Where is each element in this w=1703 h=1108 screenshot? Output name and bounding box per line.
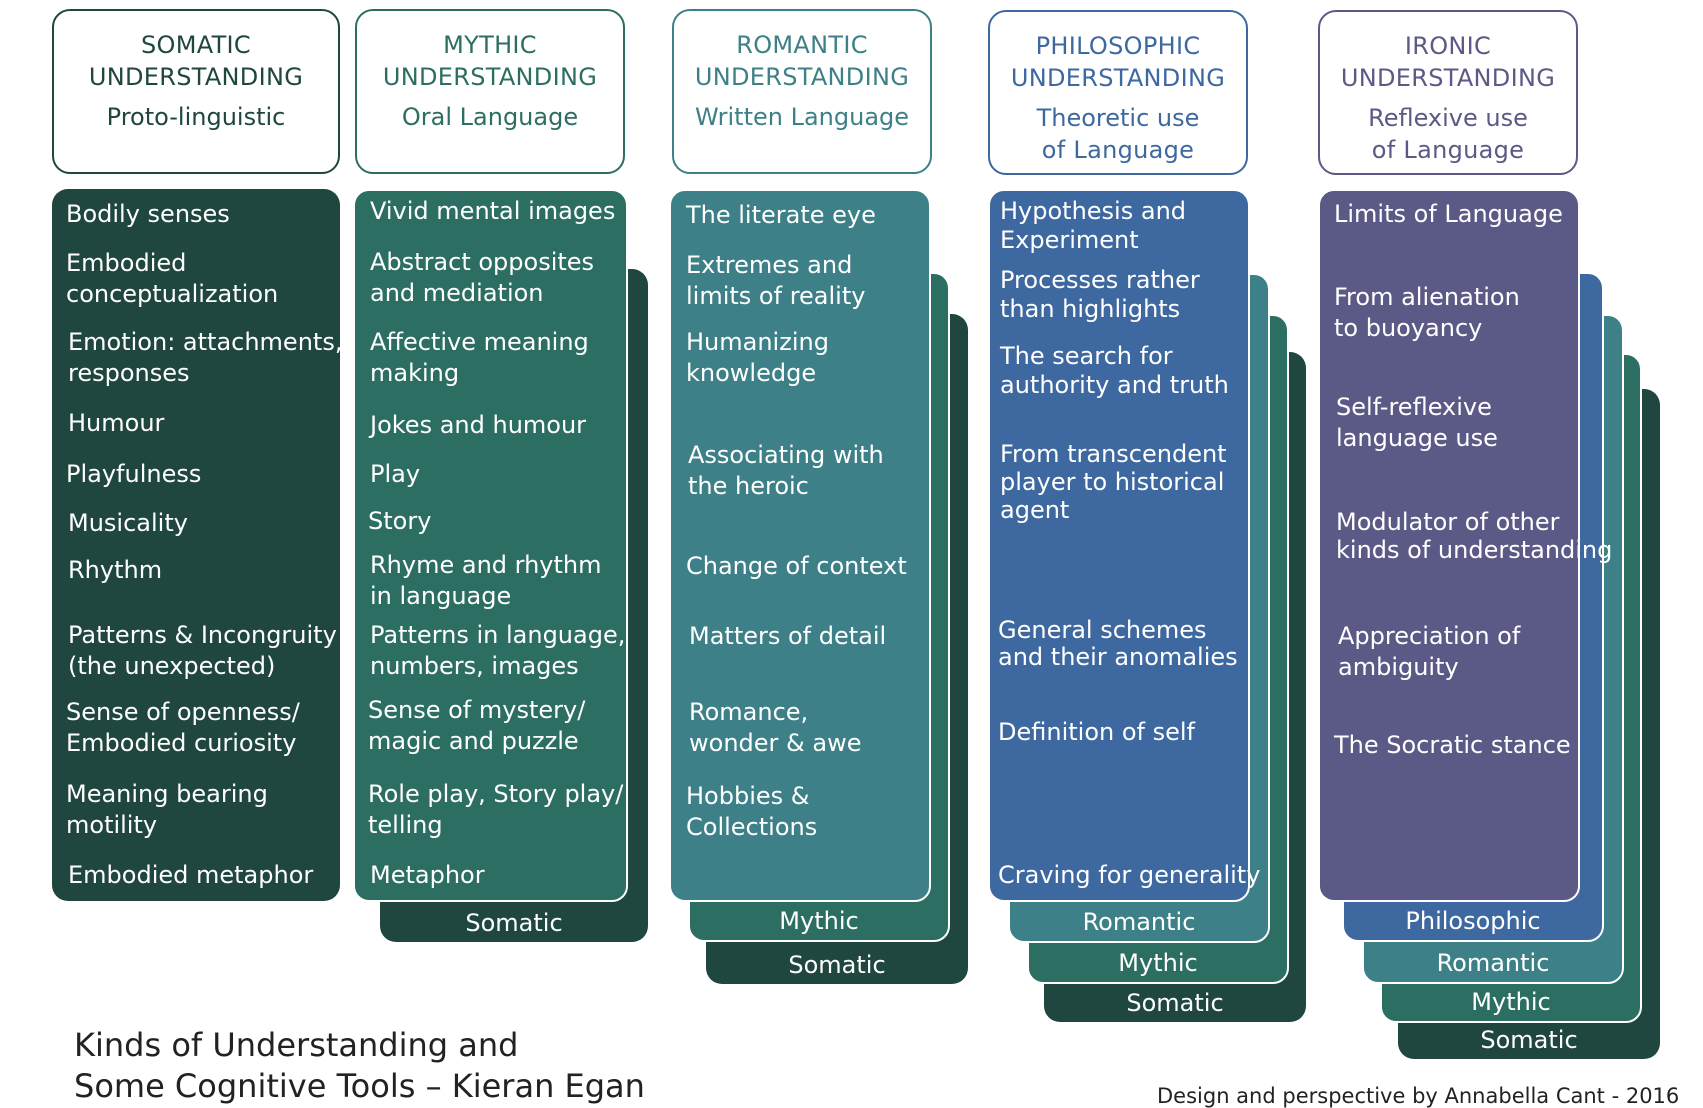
philosophic-item: From transcendent player to historical a… (1000, 440, 1227, 524)
philosophic-item: Processes rather than highlights (1000, 266, 1200, 323)
header-title-line1: ROMANTIC (736, 31, 868, 59)
header-title-line1: SOMATIC (141, 31, 251, 59)
mythic-card (353, 189, 628, 902)
layer-label: Somatic (788, 951, 886, 979)
somatic-item: Meaning bearing motility (66, 780, 268, 839)
header-subtitle: Written Language (694, 103, 910, 131)
romantic-item: The literate eye (686, 201, 876, 229)
header-title-line2: UNDERSTANDING (1340, 64, 1556, 92)
mythic-item: Vivid mental images (370, 197, 616, 225)
philosophic-item: Definition of self (998, 718, 1195, 746)
ironic-card (1318, 189, 1580, 902)
header-romantic: ROMANTIC UNDERSTANDING Written Language (672, 9, 932, 174)
header-mythic: MYTHIC UNDERSTANDING Oral Language (355, 9, 625, 174)
romantic-item: Extremes and limits of reality (686, 251, 866, 310)
mythic-item: Story (368, 507, 432, 535)
header-philosophic: PHILOSOPHIC UNDERSTANDING Theoretic use … (988, 10, 1248, 175)
header-subtitle-line2: of Language (1371, 136, 1525, 164)
layer-label: Philosophic (1405, 907, 1541, 935)
romantic-card (669, 189, 931, 902)
layer-label: Mythic (1471, 988, 1551, 1016)
header-somatic: SOMATIC UNDERSTANDING Proto-linguistic (52, 9, 340, 174)
mythic-item: Rhyme and rhythm in language (370, 551, 602, 610)
layer-label: Romantic (1082, 908, 1196, 936)
header-title-line2: UNDERSTANDING (694, 63, 910, 91)
philosophic-card (988, 189, 1250, 902)
mythic-item: Jokes and humour (370, 411, 587, 439)
header-subtitle: Oral Language (401, 103, 579, 131)
philosophic-item: Hypothesis and Experiment (1000, 197, 1187, 254)
mythic-item: Play (370, 460, 421, 488)
romantic-item: Matters of detail (689, 622, 887, 650)
philosophic-item: The search for authority and truth (1000, 342, 1229, 399)
somatic-item: Humour (68, 409, 165, 437)
somatic-item: Rhythm (68, 556, 163, 584)
philosophic-item: Craving for generality (998, 861, 1261, 889)
header-subtitle-line2: of Language (1041, 136, 1195, 164)
somatic-item: Emotion: attachments, responses (68, 328, 343, 387)
somatic-item: Musicality (68, 509, 188, 537)
ironic-item: Modulator of other kinds of understandin… (1336, 508, 1613, 564)
mythic-item: Sense of mystery/ magic and puzzle (368, 696, 586, 755)
header-title-line1: PHILOSOPHIC (1035, 32, 1201, 60)
philosophic-item: General schemes and their anomalies (998, 616, 1238, 671)
header-title-line1: IRONIC (1404, 32, 1492, 60)
layer-label: Mythic (1118, 949, 1198, 977)
header-subtitle-line1: Reflexive use (1368, 104, 1528, 132)
layer-label: Romantic (1436, 949, 1550, 977)
somatic-item: Embodied metaphor (68, 861, 314, 889)
layer-label: Mythic (779, 907, 859, 935)
ironic-item: Self-reflexive language use (1336, 393, 1498, 452)
romantic-item: Hobbies & Collections (686, 782, 818, 841)
somatic-card (52, 189, 340, 901)
ironic-item: Appreciation of ambiguity (1338, 622, 1521, 681)
mythic-item: Patterns in language, numbers, images (370, 621, 626, 680)
somatic-item: Embodied conceptualization (66, 249, 279, 308)
mythic-item: Metaphor (370, 861, 485, 889)
somatic-item: Bodily senses (66, 200, 230, 228)
header-subtitle: Proto-linguistic (106, 103, 286, 131)
mythic-item: Abstract opposites and mediation (370, 248, 595, 307)
layer-label: Somatic (465, 909, 563, 937)
diagram-title: Kinds of Understanding and Some Cognitiv… (74, 1026, 645, 1105)
romantic-item: Romance, wonder & awe (689, 698, 862, 757)
header-title-line2: UNDERSTANDING (1010, 64, 1226, 92)
ironic-item: Limits of Language (1334, 200, 1563, 228)
romantic-item: Change of context (686, 552, 907, 580)
header-title-line2: UNDERSTANDING (382, 63, 598, 91)
somatic-item: Playfulness (66, 460, 202, 488)
layer-label: Somatic (1480, 1026, 1578, 1054)
somatic-item: Sense of openness/ Embodied curiosity (66, 698, 300, 757)
header-subtitle-line1: Theoretic use (1036, 104, 1200, 132)
mythic-item: Affective meaning making (370, 328, 589, 387)
ironic-item: From alienation to buoyancy (1334, 283, 1520, 342)
ironic-item: The Socratic stance (1334, 731, 1571, 759)
romantic-item: Humanizing knowledge (686, 328, 829, 387)
layer-label: Somatic (1126, 989, 1224, 1017)
header-ironic: IRONIC UNDERSTANDING Reflexive use of La… (1318, 10, 1578, 175)
mythic-item: Role play, Story play/ telling (368, 780, 624, 839)
design-credit: Design and perspective by Annabella Cant… (1157, 1084, 1680, 1108)
romantic-item: Associating with the heroic (688, 441, 884, 500)
header-title-line1: MYTHIC (443, 31, 537, 59)
somatic-item: Patterns & Incongruity (the unexpected) (68, 621, 337, 680)
header-title-line2: UNDERSTANDING (88, 63, 304, 91)
